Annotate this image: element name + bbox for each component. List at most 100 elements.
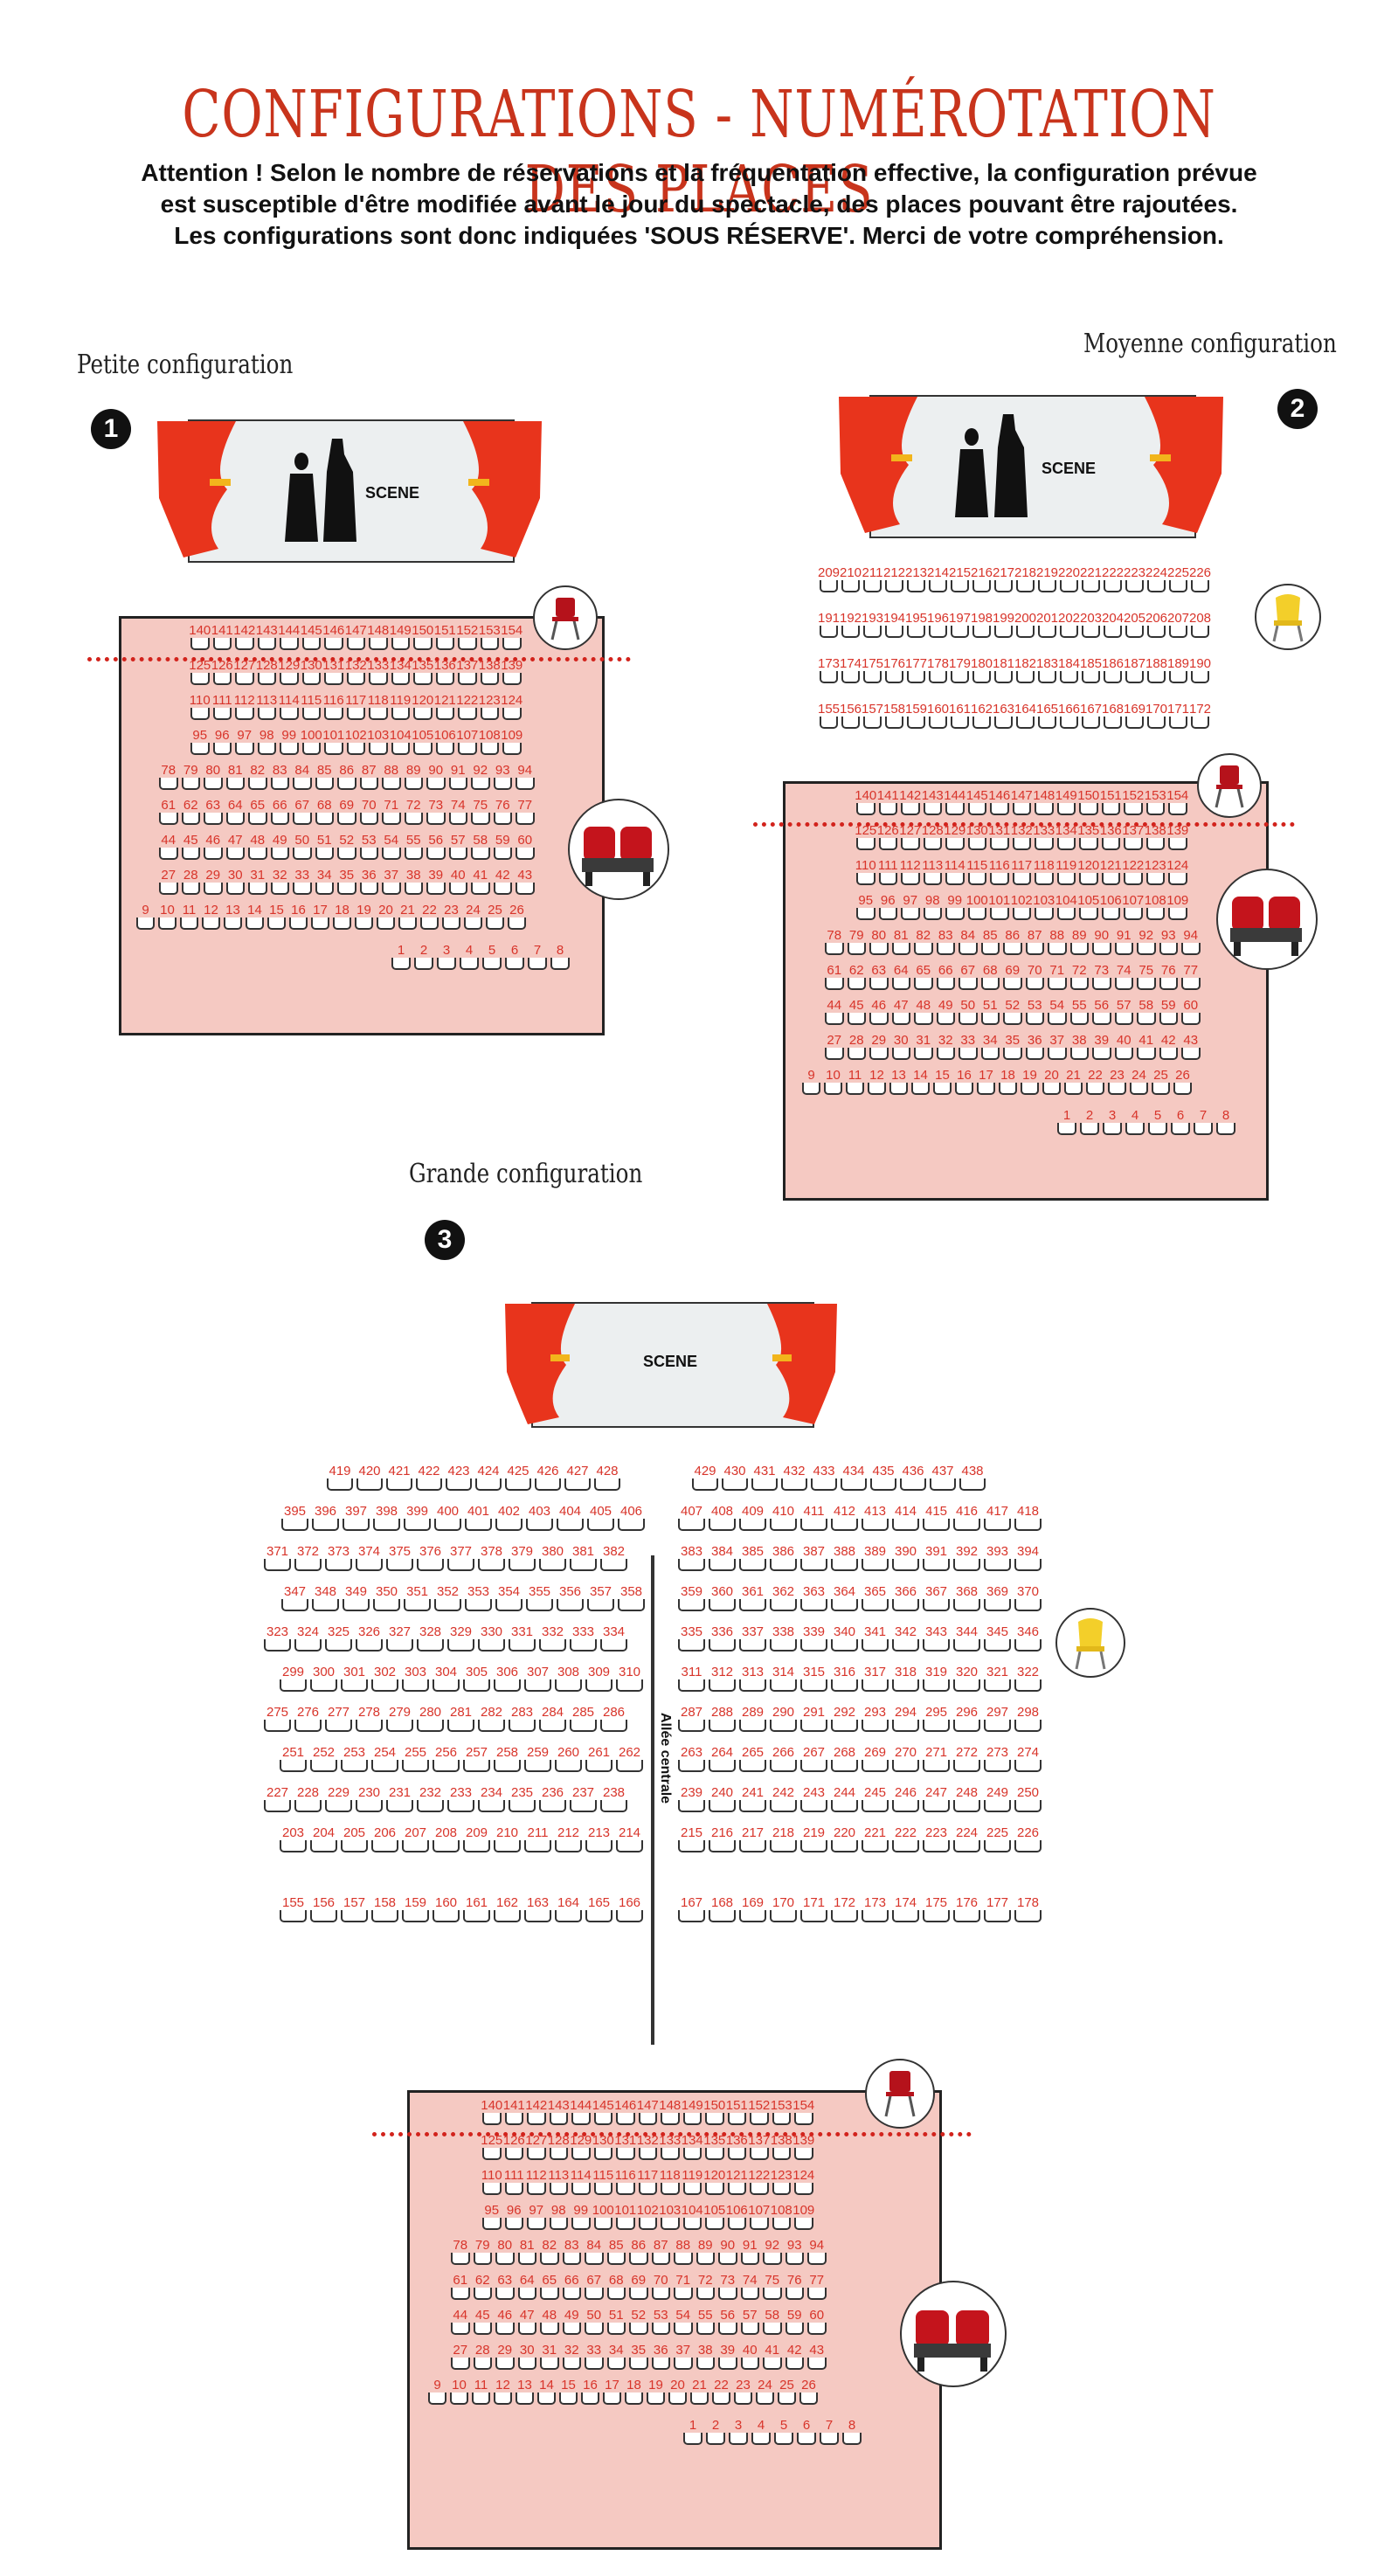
seat[interactable] — [972, 626, 991, 638]
seat[interactable] — [356, 1800, 383, 1812]
seat[interactable] — [451, 2358, 470, 2370]
seat[interactable] — [1014, 1599, 1042, 1611]
seat[interactable] — [190, 708, 210, 720]
seat[interactable] — [1003, 943, 1022, 955]
seat[interactable] — [705, 2218, 724, 2230]
seat[interactable] — [1014, 1559, 1042, 1571]
seat[interactable] — [1124, 803, 1143, 815]
seat[interactable] — [371, 1910, 398, 1922]
seat[interactable] — [629, 2358, 648, 2370]
seat[interactable] — [246, 918, 264, 930]
seat[interactable] — [638, 2148, 657, 2160]
seat[interactable] — [524, 1679, 551, 1692]
seat[interactable] — [678, 1679, 705, 1692]
seat[interactable] — [1216, 1123, 1235, 1135]
seat[interactable] — [751, 2433, 771, 2445]
seat[interactable] — [739, 1840, 766, 1852]
seat[interactable] — [1003, 978, 1022, 990]
seat[interactable] — [841, 626, 860, 638]
seat[interactable] — [951, 671, 969, 683]
seat[interactable] — [540, 2253, 559, 2265]
seat[interactable] — [337, 813, 356, 825]
seat[interactable] — [416, 1478, 442, 1491]
seat[interactable] — [770, 1760, 797, 1772]
seat[interactable] — [616, 2148, 635, 2160]
seat[interactable] — [493, 883, 512, 895]
seat[interactable] — [994, 671, 1013, 683]
seat[interactable] — [471, 848, 490, 860]
seat[interactable] — [831, 1800, 858, 1812]
seat[interactable] — [337, 848, 356, 860]
seat[interactable] — [1124, 873, 1143, 885]
seat[interactable] — [341, 1760, 368, 1772]
seat[interactable] — [404, 813, 423, 825]
seat[interactable] — [585, 1679, 612, 1692]
seat[interactable] — [539, 1639, 566, 1652]
seat[interactable] — [212, 743, 232, 755]
seat[interactable] — [967, 838, 986, 850]
seat[interactable] — [158, 918, 176, 930]
seat[interactable] — [770, 1639, 797, 1652]
seat[interactable] — [325, 1720, 352, 1732]
seat[interactable] — [343, 1519, 370, 1531]
seat[interactable] — [585, 1760, 612, 1772]
seat[interactable] — [549, 2218, 568, 2230]
seat[interactable] — [377, 918, 395, 930]
seat[interactable] — [1145, 803, 1165, 815]
seat[interactable] — [901, 873, 920, 885]
seat[interactable] — [799, 2392, 818, 2405]
seat[interactable] — [990, 908, 1009, 920]
seat[interactable] — [1003, 1013, 1022, 1025]
seat[interactable] — [1168, 908, 1187, 920]
seat[interactable] — [204, 813, 223, 825]
seat[interactable] — [953, 1720, 980, 1732]
seat[interactable] — [1148, 1123, 1167, 1135]
seat[interactable] — [289, 918, 308, 930]
seat[interactable] — [1064, 1083, 1083, 1095]
seat[interactable] — [585, 1910, 612, 1922]
seat[interactable] — [727, 2148, 746, 2160]
seat[interactable] — [1104, 626, 1122, 638]
seat[interactable] — [495, 2358, 515, 2370]
seat[interactable] — [824, 1083, 842, 1095]
seat[interactable] — [315, 778, 334, 790]
seat[interactable] — [678, 1760, 705, 1772]
seat[interactable] — [740, 2253, 759, 2265]
seat[interactable] — [315, 813, 334, 825]
seat[interactable] — [1181, 978, 1201, 990]
seat[interactable] — [841, 717, 860, 729]
seat[interactable] — [235, 743, 254, 755]
seat[interactable] — [280, 743, 299, 755]
seat[interactable] — [1169, 580, 1187, 592]
seat[interactable] — [540, 2358, 559, 2370]
seat[interactable] — [472, 2392, 490, 2405]
seat[interactable] — [294, 1639, 322, 1652]
seat[interactable] — [1101, 838, 1120, 850]
seat[interactable] — [486, 918, 504, 930]
seat[interactable] — [739, 1679, 766, 1692]
seat[interactable] — [1147, 717, 1166, 729]
seat[interactable] — [482, 958, 502, 970]
seat[interactable] — [739, 1760, 766, 1772]
seat[interactable] — [1101, 873, 1120, 885]
seat[interactable] — [386, 1720, 413, 1732]
seat[interactable] — [1079, 908, 1098, 920]
seat[interactable] — [280, 673, 299, 685]
seat[interactable] — [616, 2183, 635, 2195]
seat[interactable] — [763, 2358, 782, 2370]
seat[interactable] — [504, 2183, 523, 2195]
seat[interactable] — [337, 778, 356, 790]
seat[interactable] — [502, 708, 522, 720]
seat[interactable] — [709, 1639, 736, 1652]
seat[interactable] — [972, 580, 991, 592]
seat[interactable] — [1159, 1048, 1178, 1060]
seat[interactable] — [504, 2113, 523, 2125]
seat[interactable] — [936, 1013, 955, 1025]
seat[interactable] — [678, 1800, 705, 1812]
seat[interactable] — [549, 2113, 568, 2125]
seat[interactable] — [794, 2218, 813, 2230]
seat[interactable] — [892, 1559, 919, 1571]
seat[interactable] — [386, 1559, 413, 1571]
seat[interactable] — [807, 2323, 827, 2335]
seat[interactable] — [346, 743, 365, 755]
